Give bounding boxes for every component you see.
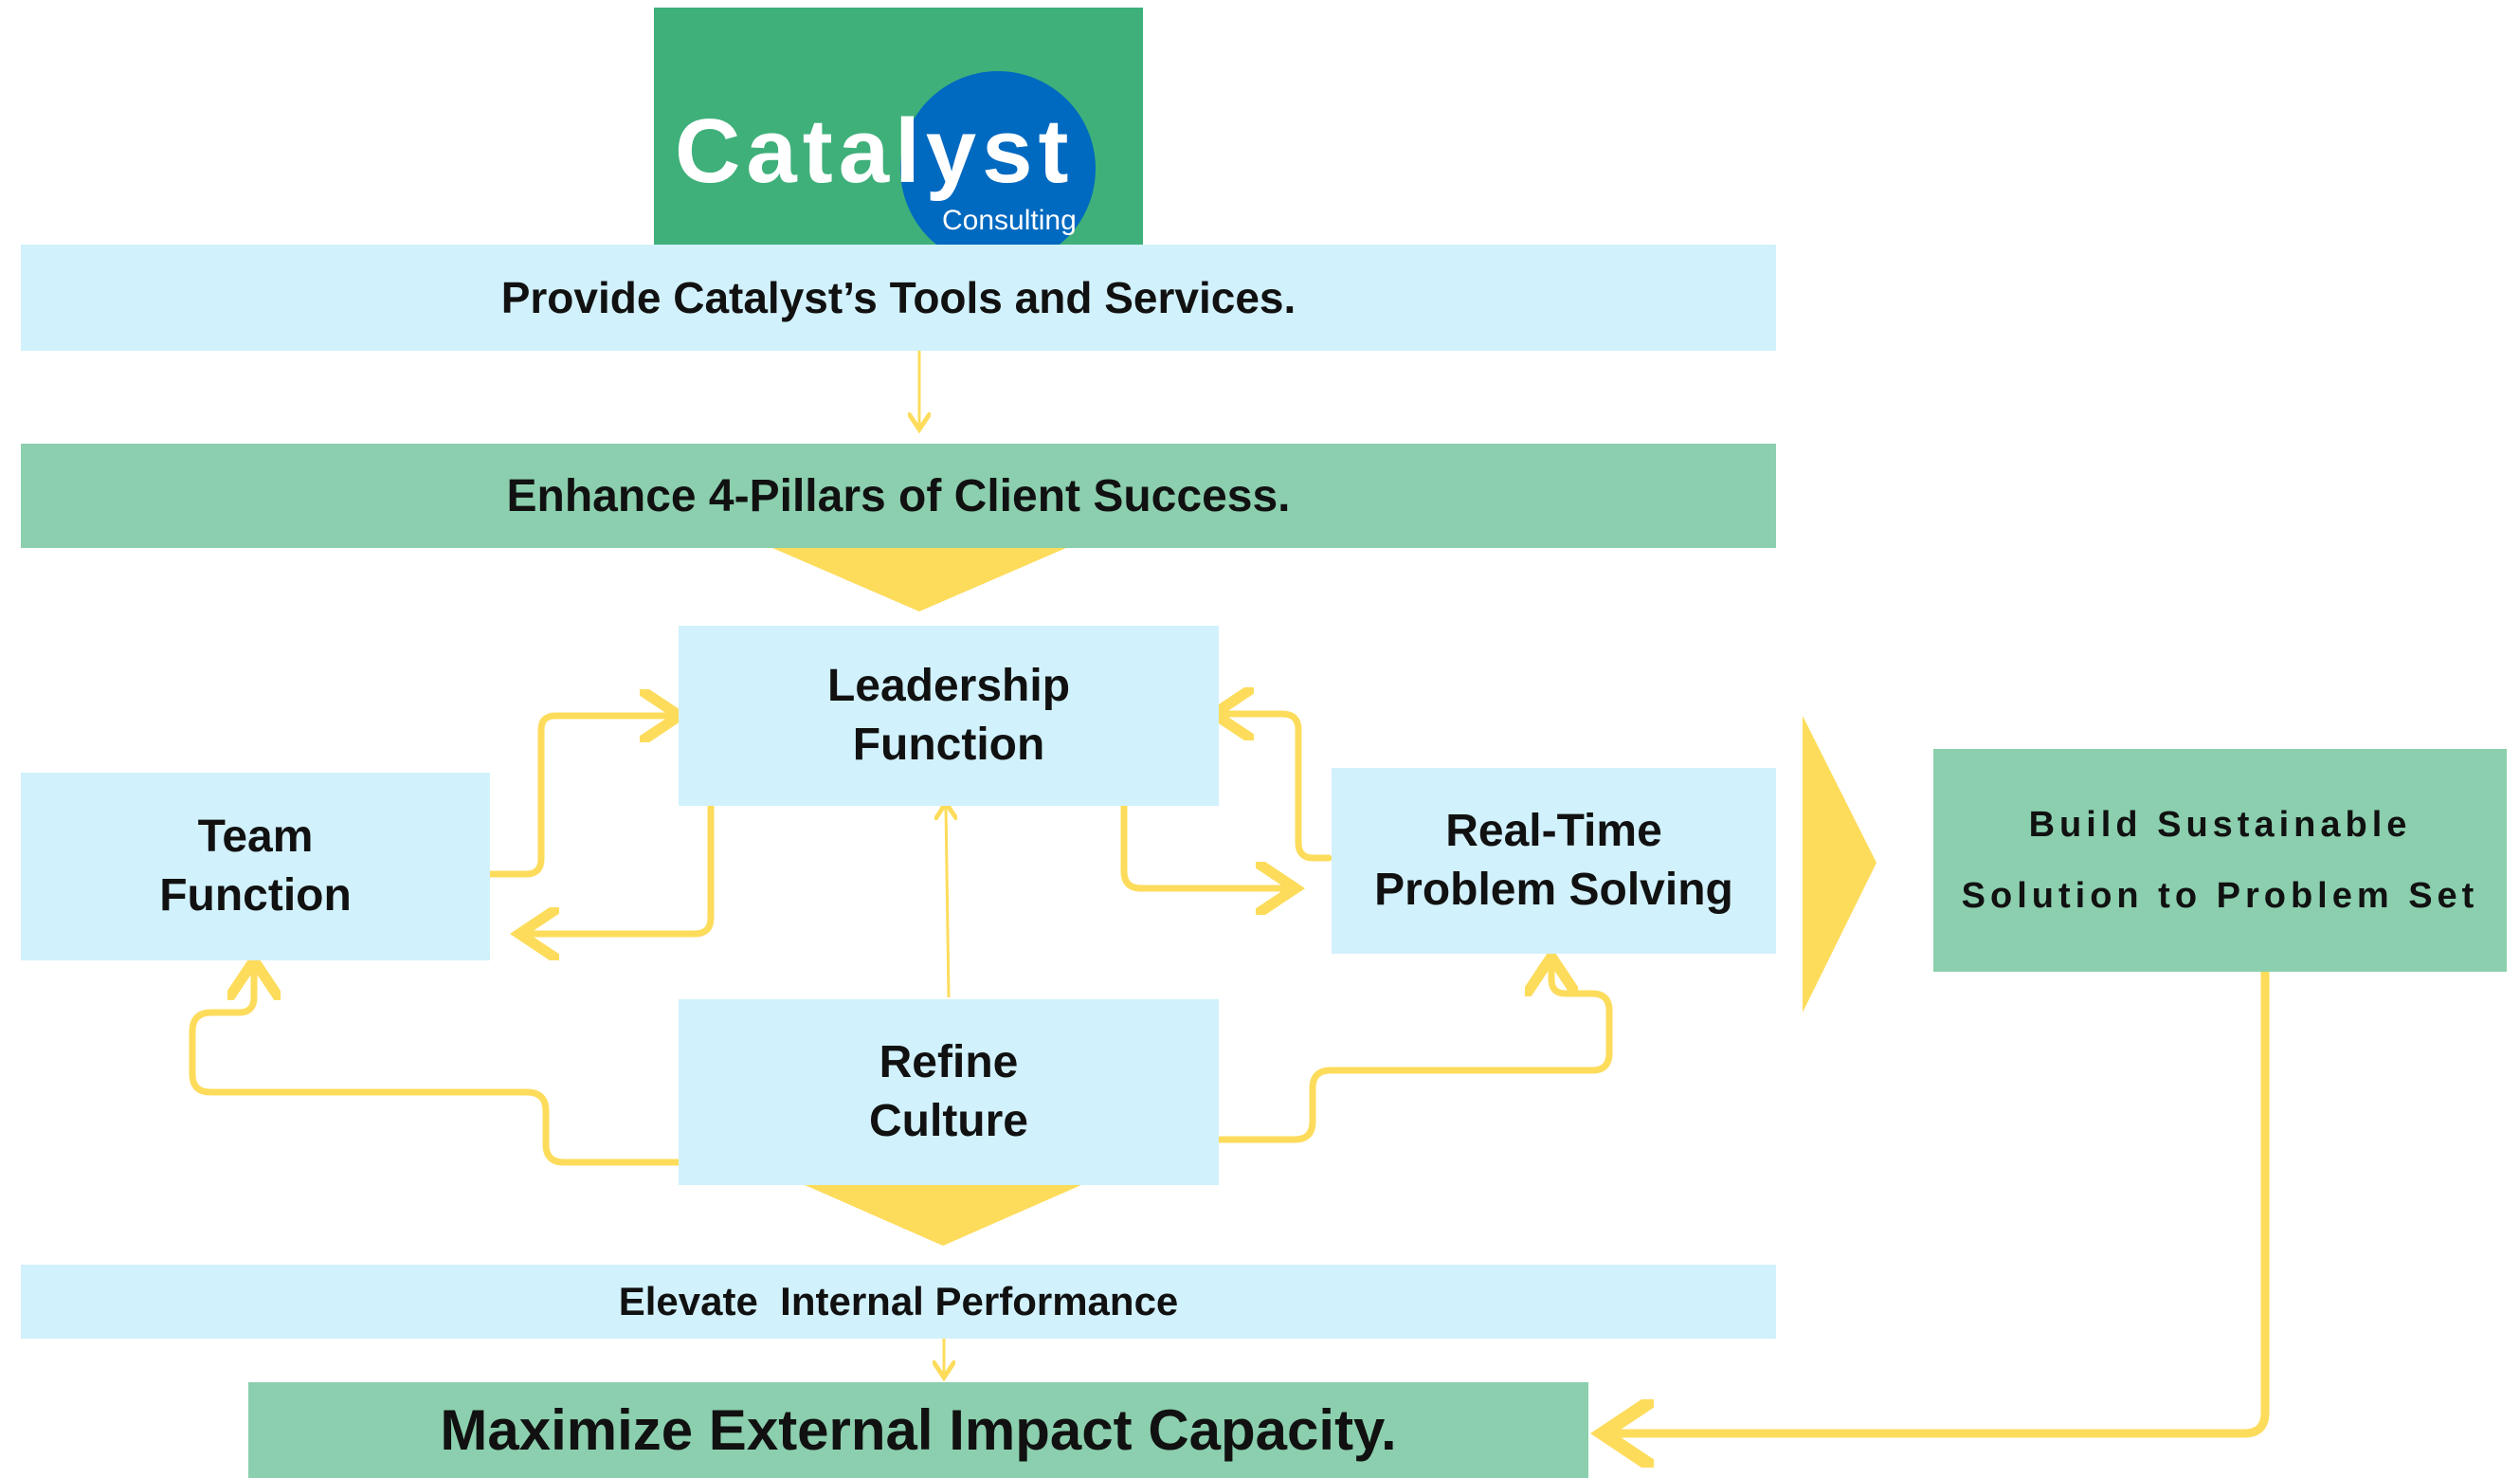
catalyst-logo: Catalyst Consulting xyxy=(654,8,1143,256)
culture-line-1: Refine xyxy=(879,1036,1019,1087)
external-impact-label: Maximize External Impact Capacity. xyxy=(440,1398,1397,1462)
tools-services-label: Provide Catalyst’s Tools and Services. xyxy=(500,273,1296,322)
internal-performance-box: Elevate Internal Performance xyxy=(21,1265,1776,1339)
arrow-culture-to-leadership xyxy=(946,806,949,998)
team-function-box: Team Function xyxy=(21,773,490,960)
realtime-line-2: Problem Solving xyxy=(1374,865,1733,915)
culture-line-2: Culture xyxy=(869,1096,1028,1146)
pillars-box: Enhance 4-Pillars of Client Success. xyxy=(21,444,1776,548)
external-impact-box: Maximize External Impact Capacity. xyxy=(248,1382,1588,1478)
arrow-culture-to-realtime xyxy=(1214,963,1613,1143)
logo-background xyxy=(654,8,1143,256)
logo-subtitle: Consulting xyxy=(942,205,1077,236)
team-line-1: Team xyxy=(197,811,314,862)
arrow-leadership-to-team xyxy=(526,802,715,934)
down-triangle-pillars xyxy=(772,548,1066,611)
leadership-line-2: Function xyxy=(852,720,1045,770)
arrow-build-to-external xyxy=(1611,951,2270,1433)
arrow-team-to-leadership xyxy=(485,716,673,878)
leadership-line-1: Leadership xyxy=(826,660,1071,711)
team-line-2: Function xyxy=(159,870,352,921)
refine-culture-box: Refine Culture xyxy=(679,999,1219,1185)
right-triangle-build xyxy=(1803,716,1876,1013)
real-time-problem-solving-box: Real-Time Problem Solving xyxy=(1332,768,1776,954)
realtime-line-1: Real-Time xyxy=(1445,805,1662,856)
down-triangle-culture xyxy=(796,1181,1090,1246)
internal-performance-label: Elevate Internal Performance xyxy=(618,1279,1179,1323)
build-line-2: Solution to Problem Set xyxy=(1961,875,2479,916)
arrow-leadership-to-realtime xyxy=(1120,802,1289,888)
build-line-1: Build Sustainable xyxy=(2028,805,2412,846)
build-sustainable-solution-box: Build Sustainable Solution to Problem Se… xyxy=(1933,749,2507,972)
leadership-function-box: Leadership Function xyxy=(679,626,1219,806)
tools-services-box: Provide Catalyst’s Tools and Services. xyxy=(21,245,1776,351)
arrow-culture-to-team xyxy=(189,967,682,1166)
arrow-realtime-to-leadership xyxy=(1221,714,1333,862)
logo-wordmark: Catalyst xyxy=(675,100,1075,202)
pillars-label: Enhance 4-Pillars of Client Success. xyxy=(506,470,1291,521)
